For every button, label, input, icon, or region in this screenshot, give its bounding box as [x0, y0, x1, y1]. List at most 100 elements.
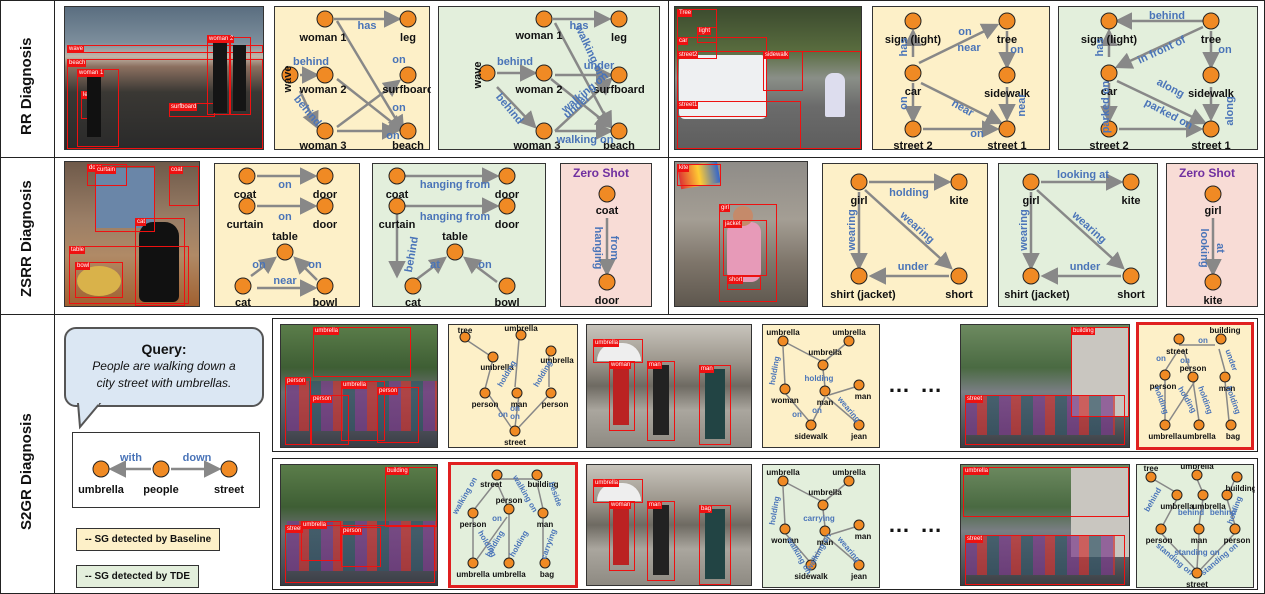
legend-tde: -- SG detected by TDE	[76, 565, 200, 588]
svg-text:beach: beach	[603, 140, 635, 151]
svg-text:door: door	[595, 295, 620, 307]
svg-text:tree: tree	[1144, 465, 1159, 473]
svg-text:with: with	[119, 452, 142, 464]
svg-text:umbrella: umbrella	[1148, 432, 1182, 441]
svg-text:building: building	[1225, 484, 1255, 493]
svg-text:along: along	[1155, 76, 1187, 100]
svg-text:on: on	[898, 96, 910, 110]
svg-text:umbrella: umbrella	[1192, 502, 1226, 511]
svg-text:tree: tree	[997, 34, 1017, 46]
svg-text:umbrella: umbrella	[540, 356, 574, 365]
svg-text:on: on	[278, 179, 292, 191]
svg-text:man: man	[855, 532, 872, 541]
ellipsis-1: … …	[888, 372, 945, 397]
svg-text:near: near	[1016, 93, 1028, 117]
legend-baseline: -- SG detected by Baseline	[76, 528, 221, 551]
svg-text:shirt (jacket): shirt (jacket)	[1004, 289, 1070, 301]
svg-text:bowl: bowl	[494, 297, 519, 308]
svg-text:tree: tree	[1201, 34, 1221, 46]
svg-text:umbrella: umbrella	[492, 570, 526, 579]
svg-text:hanging: hanging	[592, 227, 604, 270]
svg-text:building: building	[1209, 326, 1240, 335]
svg-text:looking at: looking at	[1057, 169, 1109, 181]
ellipsis-2: … …	[888, 512, 945, 537]
svg-text:surfboard: surfboard	[593, 84, 644, 96]
svg-text:sidewalk: sidewalk	[984, 88, 1031, 100]
svg-text:along: along	[1224, 96, 1236, 125]
svg-text:holding: holding	[889, 187, 929, 199]
svg-text:behind: behind	[1149, 10, 1185, 22]
svg-text:holding: holding	[1196, 385, 1214, 415]
svg-text:umbrella: umbrella	[1182, 432, 1216, 441]
svg-text:wearing: wearing	[1069, 209, 1109, 246]
svg-text:people: people	[143, 484, 178, 496]
svg-text:man: man	[1219, 384, 1236, 393]
svg-text:short: short	[1117, 289, 1145, 301]
svg-text:wearing: wearing	[897, 209, 937, 246]
svg-text:person: person	[1146, 536, 1173, 545]
svg-text:on: on	[1180, 356, 1190, 365]
svg-text:street 1: street 1	[1191, 140, 1230, 151]
svg-text:umbrella: umbrella	[832, 468, 866, 477]
s2gr-baseline-strip	[272, 318, 1258, 452]
rr-row-label: RR Diagnosis	[18, 37, 35, 135]
svg-text:cat: cat	[405, 297, 421, 308]
svg-text:shirt (jacket): shirt (jacket)	[830, 289, 896, 301]
svg-text:girl: girl	[1022, 195, 1039, 207]
svg-text:bowl: bowl	[312, 297, 337, 308]
svg-text:girl: girl	[850, 195, 867, 207]
svg-text:beach: beach	[392, 140, 424, 151]
svg-text:man: man	[537, 520, 554, 529]
svg-text:holding: holding	[805, 374, 834, 383]
svg-text:person: person	[542, 400, 569, 409]
svg-text:behind: behind	[497, 56, 533, 68]
svg-text:on: on	[498, 410, 508, 419]
svg-text:person: person	[496, 496, 523, 505]
zero-shot-label: Zero Shot	[1179, 166, 1235, 180]
svg-text:on: on	[252, 259, 266, 271]
svg-text:kite: kite	[1122, 195, 1141, 207]
svg-text:near: near	[957, 42, 981, 54]
svg-text:on: on	[386, 130, 400, 142]
svg-text:street: street	[504, 438, 526, 447]
svg-text:man: man	[855, 392, 872, 401]
s2gr-row-label: S2GR Diagnosis	[18, 413, 35, 530]
svg-text:on: on	[1156, 354, 1166, 363]
svg-text:on: on	[792, 410, 802, 419]
svg-text:woman 2: woman 2	[298, 84, 346, 96]
svg-text:has: has	[1094, 38, 1106, 57]
svg-text:jean: jean	[850, 432, 867, 441]
svg-text:person: person	[460, 520, 487, 529]
svg-text:looking: looking	[1198, 228, 1210, 267]
svg-text:curtain: curtain	[379, 219, 416, 231]
zero-shot-label: Zero Shot	[573, 166, 629, 180]
rr-half-divider	[668, 0, 669, 158]
svg-text:on: on	[958, 26, 972, 38]
svg-text:bag: bag	[540, 570, 554, 579]
svg-text:sign (light): sign (light)	[1081, 34, 1138, 46]
street-photo-3-tde: umbrella street	[960, 464, 1130, 586]
svg-text:on: on	[1218, 44, 1232, 56]
svg-text:street 1: street 1	[987, 140, 1026, 151]
svg-text:street: street	[480, 480, 502, 489]
svg-text:person: person	[472, 400, 499, 409]
s2gr-tde-strip	[272, 458, 1258, 590]
svg-text:surfboard: surfboard	[382, 84, 431, 96]
svg-text:sidewalk: sidewalk	[794, 432, 828, 441]
street-photo-2: umbrella woman man man	[586, 324, 752, 448]
svg-text:man: man	[1191, 536, 1208, 545]
svg-text:door: door	[313, 219, 338, 231]
